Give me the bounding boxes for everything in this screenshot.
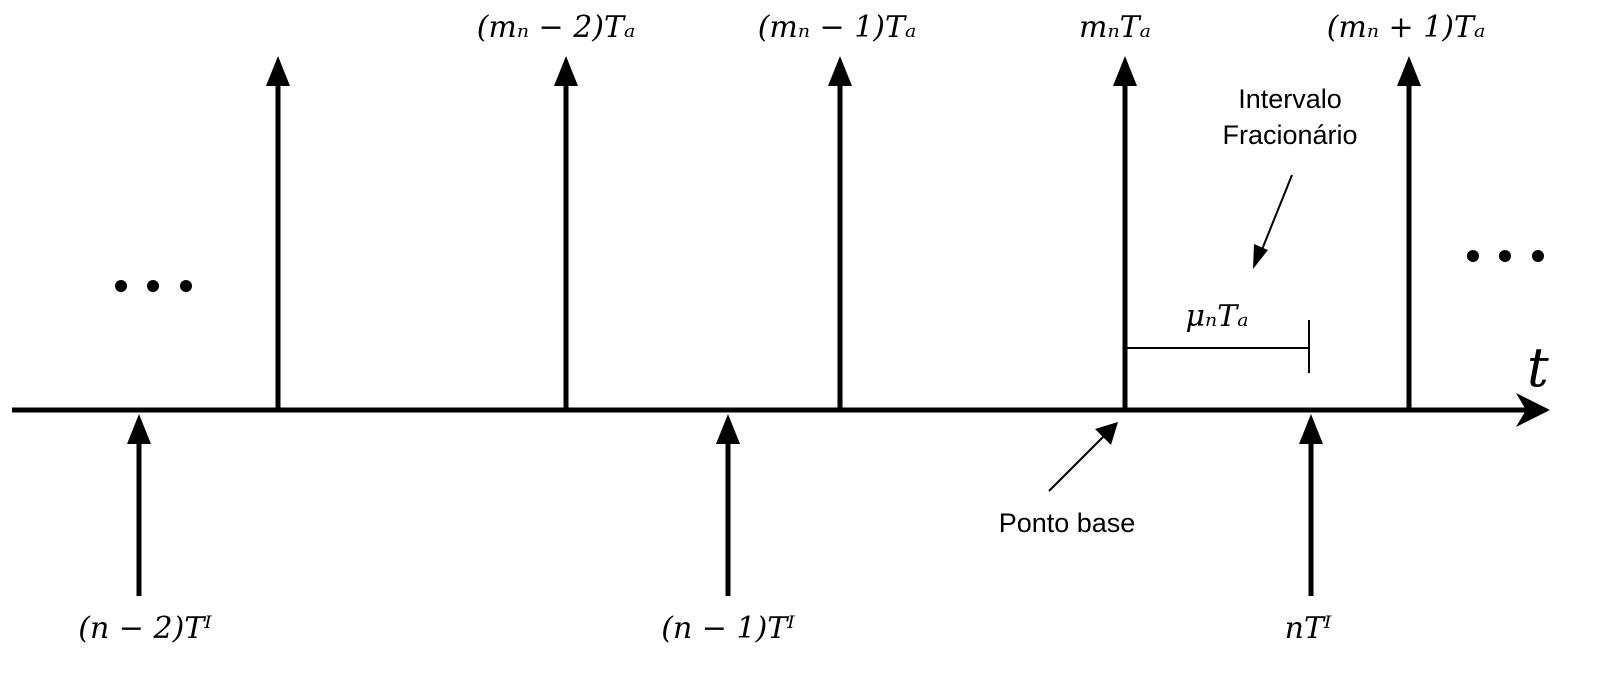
input-sample-arrowhead (1299, 414, 1323, 444)
fractional-interval-title-line1: Intervalo (1238, 84, 1342, 114)
fractional-interval-title-line2: Fracionário (1222, 120, 1357, 150)
fractional-interval-pointer-line (1260, 174, 1293, 253)
output-sample-arrowhead (1397, 56, 1421, 86)
input-sample-label: nTᴵ (1285, 611, 1332, 646)
output-sample-arrowhead (1113, 56, 1137, 86)
input-sample-arrowhead (127, 414, 151, 444)
output-sample-label: mₙTₐ (1079, 10, 1151, 45)
fractional-interval-pointer-arrowhead (1253, 244, 1268, 269)
output-sample-label: (mₙ − 2)Tₐ (477, 10, 636, 45)
output-sample-1: (mₙ − 2)Tₐ (477, 10, 636, 410)
input-sample-1: (n − 1)Tᴵ (661, 414, 795, 646)
output-sample-arrowhead (266, 56, 290, 86)
time-axis-label: t (1527, 336, 1549, 399)
output-sample-label: (mₙ − 1)Tₐ (758, 10, 917, 45)
base-point-pointer-arrowhead (1095, 422, 1118, 445)
output-sample-arrowhead (828, 56, 852, 86)
fractional-interval-label: μₙTₐ (1186, 299, 1249, 334)
output-sample-0 (266, 56, 290, 410)
fractional-interval: μₙTₐ (1127, 299, 1310, 373)
base-point-pointer-line (1048, 433, 1107, 492)
input-sample-arrowhead (716, 414, 740, 444)
input-sample-2: nTᴵ (1285, 414, 1332, 646)
time-axis-arrowhead (1516, 393, 1550, 427)
input-sample-label: (n − 2)Tᴵ (78, 611, 212, 646)
time-axis: t (12, 336, 1550, 427)
input-sample-0: (n − 2)Tᴵ (78, 414, 212, 646)
left-ellipsis (115, 280, 192, 292)
output-sample-4: (mₙ + 1)Tₐ (1327, 10, 1486, 410)
base-point-label: Ponto base (999, 508, 1136, 538)
fractional-interval-annotation: Intervalo Fracionário (1222, 84, 1358, 269)
output-sample-2: (mₙ − 1)Tₐ (758, 10, 917, 410)
output-sample-3: mₙTₐ (1079, 10, 1151, 410)
base-point-annotation: Ponto base (999, 422, 1136, 538)
right-ellipsis (1467, 250, 1544, 262)
output-sample-arrowhead (554, 56, 578, 86)
output-sample-label: (mₙ + 1)Tₐ (1327, 10, 1486, 45)
input-sample-label: (n − 1)Tᴵ (661, 611, 795, 646)
